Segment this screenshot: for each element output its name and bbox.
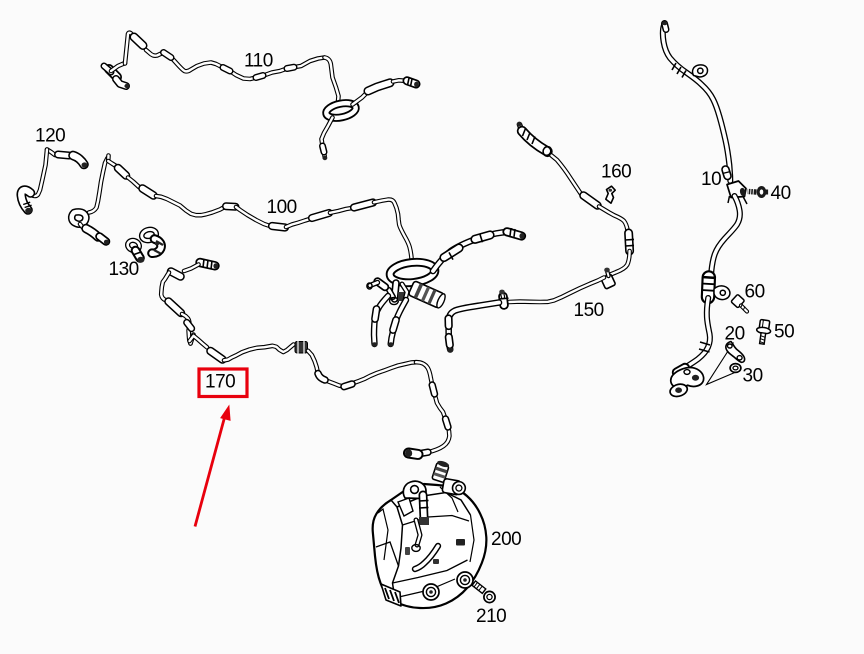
svg-text:200: 200 [491, 529, 521, 550]
svg-text:210: 210 [476, 606, 506, 627]
svg-text:170: 170 [205, 372, 235, 393]
svg-text:130: 130 [109, 259, 139, 280]
svg-text:60: 60 [745, 282, 765, 303]
svg-text:30: 30 [743, 366, 763, 387]
svg-text:120: 120 [35, 126, 65, 147]
svg-text:50: 50 [774, 322, 794, 343]
svg-text:20: 20 [725, 324, 745, 345]
svg-text:160: 160 [601, 162, 631, 183]
svg-text:40: 40 [771, 183, 791, 204]
svg-text:110: 110 [244, 51, 273, 72]
svg-text:10: 10 [701, 169, 721, 190]
svg-text:100: 100 [267, 197, 297, 218]
svg-text:150: 150 [574, 300, 604, 321]
